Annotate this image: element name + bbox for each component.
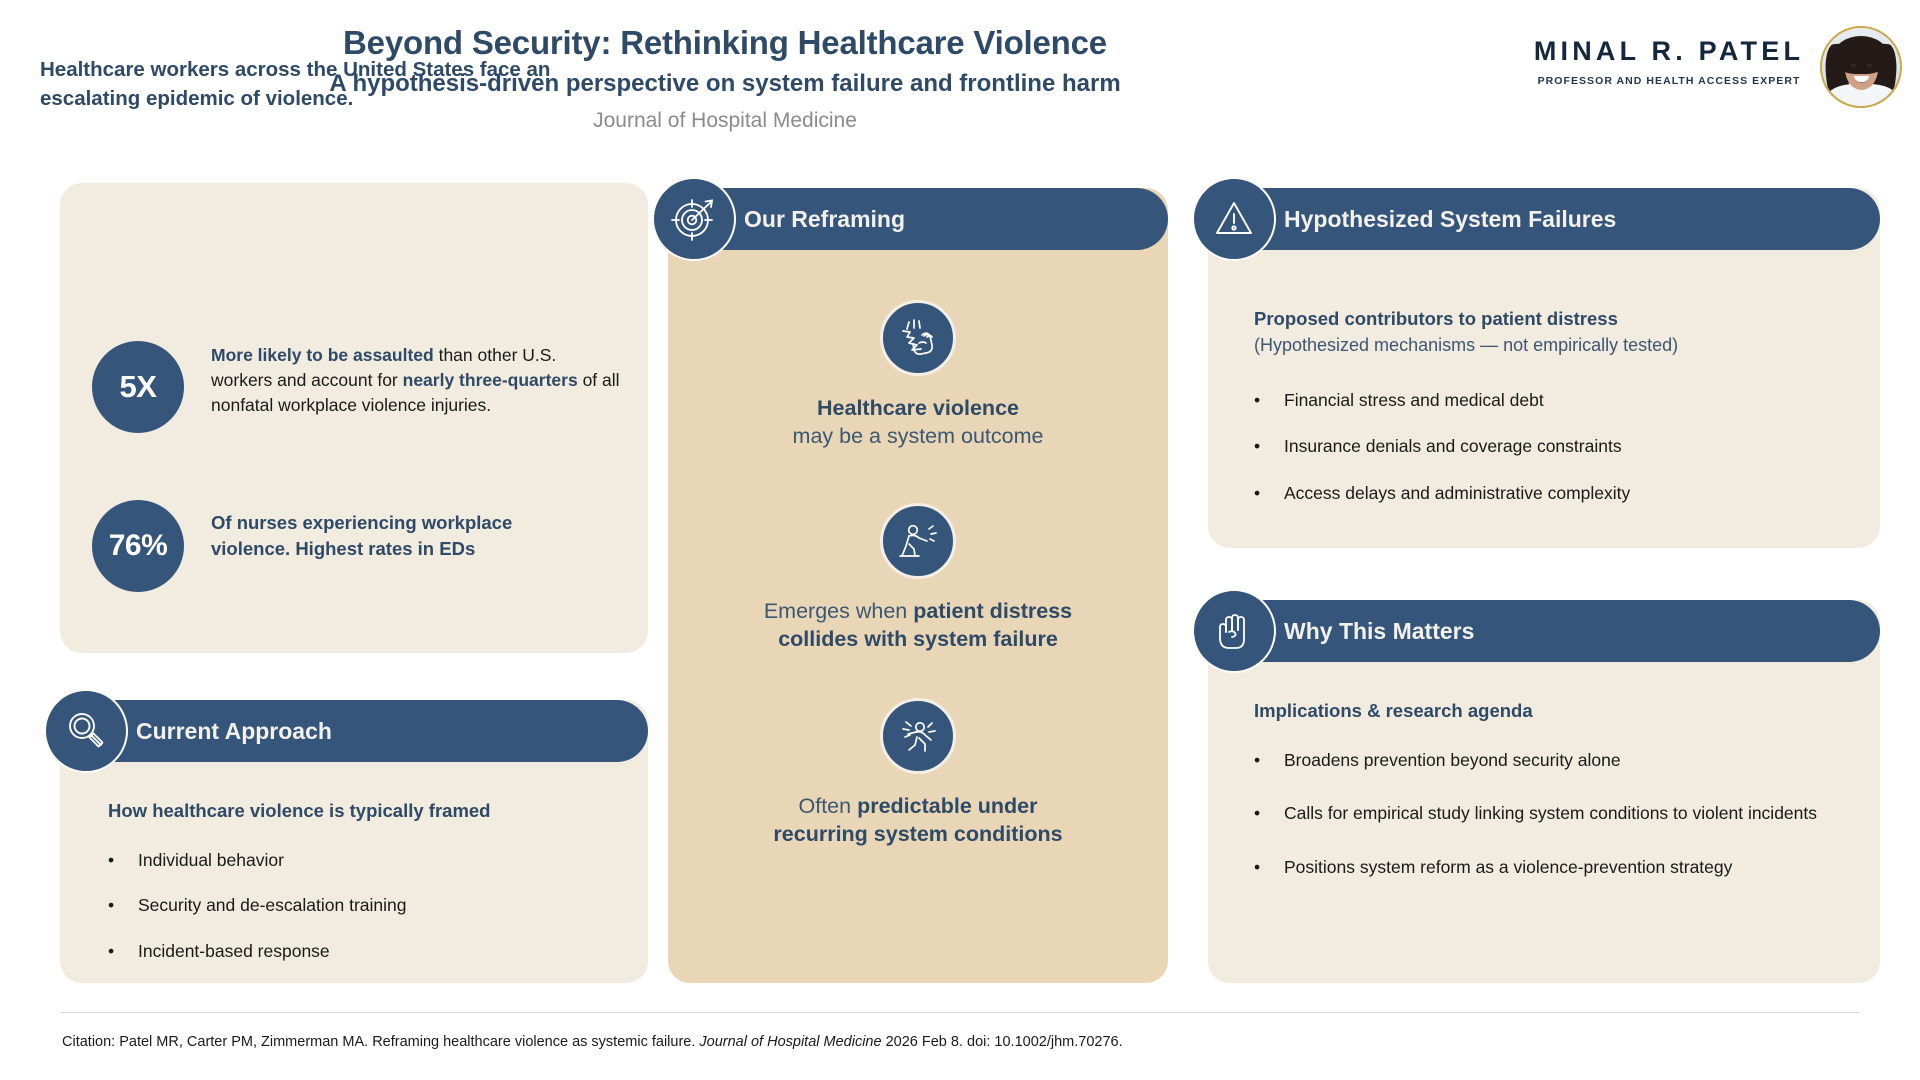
brand-logo: MINAL R. PATEL PROFESSOR AND HEALTH ACCE…	[1514, 36, 1824, 87]
list-item: • Insurance denials and coverage constrai…	[1254, 434, 1854, 459]
list-item: • Positions system reform as a violence-p…	[1254, 855, 1844, 880]
list-item-label: Insurance denials and coverage constrain…	[1284, 436, 1622, 457]
current-approach-subhead: How healthcare violence is typically fra…	[108, 800, 491, 821]
list-item: • Individual behavior	[108, 848, 588, 873]
current-approach-bullets: • Individual behavior • Security and de-es…	[108, 848, 588, 984]
page-subtitle: A hypothesis-driven perspective on syste…	[329, 69, 1121, 97]
list-item: • Incident-based response	[108, 939, 588, 964]
list-item-label: Incident-based response	[138, 940, 330, 961]
list-item-label: Financial stress and medical debt	[1284, 390, 1544, 410]
reframing-text-2-rest: collides with system failure	[778, 626, 1058, 651]
avatar-eye-right	[1867, 64, 1872, 67]
stats-lead-text: Healthcare workers across the United Sta…	[40, 58, 551, 111]
current-approach-title: Current Approach	[136, 717, 332, 744]
reframing-item-2: Emerges when patient distress collides w…	[668, 502, 1168, 654]
page-header: Beyond Security: Rethinking Healthcare V…	[0, 0, 1920, 160]
reframing-text-1-rest: may be a system outcome	[792, 423, 1044, 448]
stat-badge-76: 76%	[92, 500, 184, 592]
citation: Citation: Patel MR, Carter PM, Zimmerman…	[62, 1034, 1123, 1050]
list-item-label: Broadens prevention beyond security alon…	[1284, 750, 1621, 770]
list-item-label: Security and de-escalation training	[138, 895, 407, 916]
why-matters-title: Why This Matters	[1284, 617, 1475, 644]
reframing-items: Healthcare violence may be a system outc…	[668, 300, 1168, 849]
avatar-hair-top	[1834, 36, 1888, 74]
stat-badge-5x: 5X	[92, 341, 184, 433]
bullet-glyph: •	[1254, 856, 1261, 877]
reframing-item-1: Healthcare violence may be a system outc…	[668, 300, 1168, 451]
list-item: • Access delays and administrative comple…	[1254, 481, 1854, 506]
title-block: Beyond Security: Rethinking Healthcare V…	[150, 24, 1300, 133]
system-failures-title: Hypothesized System Failures	[1284, 205, 1617, 232]
list-item: • Broadens prevention beyond security alo…	[1254, 748, 1844, 773]
warning-triangle-icon	[1192, 177, 1276, 261]
avatar-shoulders	[1828, 84, 1896, 106]
reframing-text-2: Emerges when patient distress collides w…	[708, 598, 1128, 654]
bullet-glyph: •	[108, 850, 115, 870]
reframing-header: Our Reframing	[652, 177, 1168, 261]
stat-text-5x: More likely to be assaulted than other U…	[211, 345, 620, 415]
citation-journal: Journal of Hospital Medicine	[699, 1034, 882, 1050]
why-matters-header: Why This Matters	[1192, 589, 1880, 673]
reframing-item-3: Often predictable under recurring system…	[668, 697, 1168, 849]
footer-divider	[60, 1012, 1860, 1013]
avatar-photo	[1822, 28, 1900, 106]
bullet-glyph: •	[1254, 750, 1261, 770]
stat-row: 76% Of nurses experiencing workplace vio…	[92, 500, 592, 592]
bullet-glyph: •	[1254, 436, 1261, 457]
reframing-text-1: Healthcare violence may be a system outc…	[708, 395, 1128, 451]
avatar-eye-left	[1851, 64, 1856, 67]
why-matters-bullets: • Broadens prevention beyond security alo…	[1254, 748, 1844, 908]
reframing-text-3-lead: Often	[798, 793, 858, 818]
list-item: • Security and de-escalation training	[108, 893, 588, 918]
reframing-title: Our Reframing	[744, 205, 906, 232]
why-matters-card	[1208, 600, 1880, 983]
citation-prefix: Citation: Patel MR, Carter PM, Zimmerman…	[62, 1034, 700, 1050]
reframing-text-2-strong: patient distress	[913, 598, 1073, 623]
avatar-smile	[1854, 76, 1869, 83]
brand-name: MINAL R. PATEL	[1533, 36, 1805, 66]
reframing-text-3-strong: predictable under	[857, 793, 1038, 818]
list-item-label: Calls for empirical study linking system…	[1284, 803, 1818, 824]
bullet-glyph: •	[1254, 803, 1261, 824]
list-item: • Financial stress and medical debt	[1254, 388, 1854, 413]
bullet-glyph: •	[1254, 482, 1261, 503]
list-item-label: Access delays and administrative complex…	[1284, 482, 1631, 503]
citation-suffix: 2026 Feb 8. doi: 10.1002/jhm.70276.	[881, 1034, 1123, 1050]
why-matters-subhead: Implications & research agenda	[1254, 700, 1533, 721]
reframing-text-3: Often predictable under recurring system…	[708, 793, 1128, 849]
avatar	[1820, 26, 1902, 108]
current-approach-header: Current Approach	[44, 689, 648, 773]
list-item-label: Positions system reform as a violence-pr…	[1284, 856, 1733, 877]
list-item: • Calls for empirical study linking syste…	[1254, 801, 1844, 826]
fist-impact-icon	[880, 300, 956, 376]
stat-row: 5X More likely to be assaulted than othe…	[92, 341, 622, 433]
reframing-text-1-strong: Healthcare violence	[817, 396, 1019, 420]
page-title: Beyond Security: Rethinking Healthcare V…	[343, 24, 1107, 61]
system-failures-note: (Hypothesized mechanisms — not empirical…	[1254, 335, 1679, 355]
bullet-glyph: •	[1254, 390, 1261, 410]
person-falling-icon	[880, 697, 956, 774]
raised-hand-icon	[1192, 589, 1276, 673]
reframing-text-3-rest: recurring system conditions	[773, 821, 1063, 846]
magnifier-icon	[44, 689, 128, 773]
brand-tagline: PROFESSOR AND HEALTH ACCESS EXPERT	[1537, 75, 1801, 87]
bullet-glyph: •	[108, 940, 115, 961]
list-item-label: Individual behavior	[138, 850, 284, 870]
bullet-glyph: •	[108, 895, 115, 916]
target-arrow-icon	[652, 177, 736, 261]
reframing-text-2-lead: Emerges when	[763, 598, 914, 623]
system-failures-subhead: Proposed contributors to patient distres…	[1254, 308, 1618, 329]
journal-name: Journal of Hospital Medicine	[593, 108, 857, 132]
person-pushing-icon	[880, 502, 956, 579]
stat-text-76: Of nurses experiencing workplace violenc…	[211, 512, 513, 560]
system-failures-bullets: • Financial stress and medical debt • Insu…	[1254, 388, 1854, 527]
system-failures-header: Hypothesized System Failures	[1192, 177, 1880, 261]
